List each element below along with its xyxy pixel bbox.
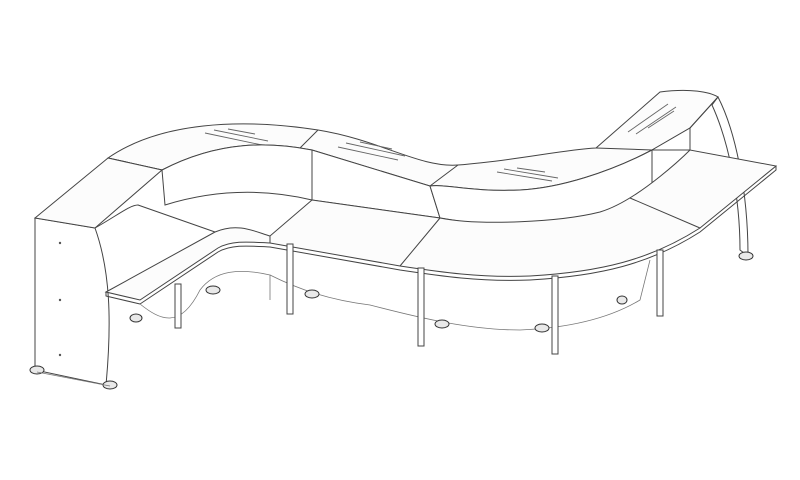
leveling-feet <box>29 251 754 390</box>
under-desk-panel <box>139 259 651 331</box>
desk-legs <box>174 243 664 355</box>
lower-work-surface <box>104 149 778 305</box>
right-end-panel <box>689 96 749 258</box>
left-end-panel <box>33 157 164 386</box>
modesty-panels <box>161 127 691 225</box>
floor-edge <box>36 371 111 387</box>
